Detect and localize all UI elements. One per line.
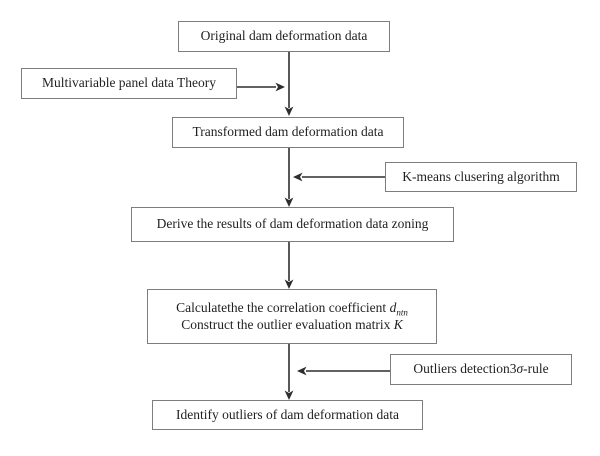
arrow-zoning-to-calc (284, 242, 294, 289)
correlation-line-text: Calculatethe the correlation coefficient (176, 299, 390, 315)
coefficient-symbol: d (389, 299, 397, 315)
correlation-line: Calculatethe the correlation coefficient… (176, 300, 408, 317)
matrix-symbol: K (393, 316, 403, 332)
arrow-original-to-transformed (284, 52, 294, 116)
sigma-rule-prefix: Outliers detection3 (413, 361, 517, 377)
node-zoning-results: Derive the results of dam deformation da… (131, 207, 454, 242)
arrow-panel-theory-to-flow (237, 82, 285, 92)
coefficient-subscript: ntn (396, 307, 408, 318)
node-panel-data-theory: Multivariable panel data Theory (21, 68, 237, 99)
arrow-calc-to-identify (284, 344, 294, 400)
arrow-kmeans-to-flow (293, 172, 385, 182)
node-panel-data-theory-label: Multivariable panel data Theory (41, 75, 217, 91)
sigma-symbol: σ (516, 361, 524, 377)
matrix-line: Construct the outlier evaluation matrix … (176, 317, 408, 334)
node-original-data-label: Original dam deformation data (200, 28, 368, 44)
node-kmeans-algorithm: K-means clusering algorithm (385, 162, 577, 192)
arrow-sigma-rule-to-flow (297, 366, 390, 376)
node-sigma-rule: Outliers detection3σ-rule (390, 354, 572, 385)
matrix-line-text: Construct the outlier evaluation matrix (181, 316, 394, 332)
arrow-transformed-to-zoning (284, 148, 294, 207)
node-transformed-data: Transformed dam deformation data (172, 117, 404, 148)
node-zoning-results-label: Derive the results of dam deformation da… (156, 216, 429, 232)
node-identify-outliers: Identify outliers of dam deformation dat… (152, 400, 423, 430)
node-kmeans-algorithm-label: K-means clusering algorithm (402, 168, 560, 184)
node-sigma-rule-label: Outliers detection3σ-rule (413, 361, 548, 378)
node-original-data: Original dam deformation data (178, 21, 390, 52)
node-transformed-data-label: Transformed dam deformation data (192, 124, 384, 140)
node-correlation-matrix: Calculatethe the correlation coefficient… (147, 289, 437, 344)
sigma-rule-suffix: -rule (523, 361, 549, 377)
node-identify-outliers-label: Identify outliers of dam deformation dat… (175, 406, 400, 422)
node-correlation-matrix-label: Calculatethe the correlation coefficient… (176, 300, 408, 334)
